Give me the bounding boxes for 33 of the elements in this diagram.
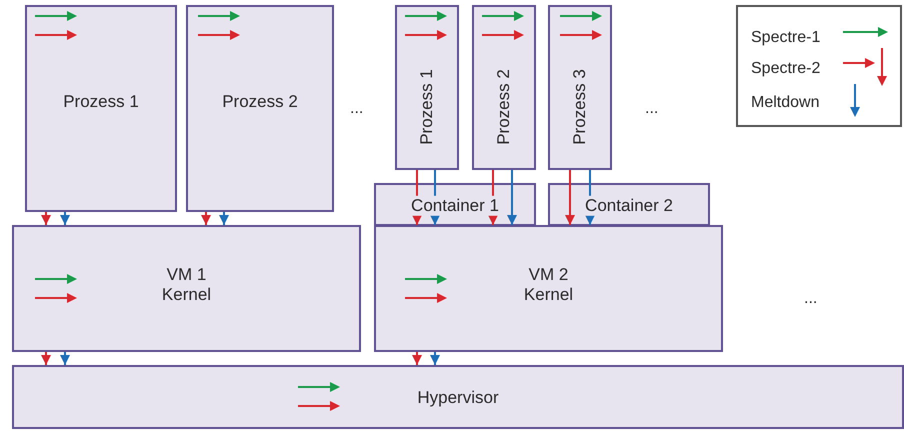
arrow [430, 352, 440, 365]
node-label: Hypervisor [417, 388, 499, 408]
ellipsis-label: ... [350, 100, 364, 118]
process-box [395, 5, 459, 170]
hypervisor-bar [12, 365, 904, 429]
arrow [507, 183, 517, 225]
process-box [472, 5, 536, 170]
arrow [201, 212, 211, 225]
arrow [565, 183, 575, 225]
arrow [60, 352, 70, 365]
arrow [412, 183, 422, 225]
legend-label: Spectre-2 [751, 60, 820, 78]
layer-box [374, 225, 723, 352]
arrow [41, 352, 51, 365]
layer-box [548, 183, 710, 226]
legend-label: Meltdown [751, 94, 820, 112]
node-label: Container 1 [411, 195, 499, 216]
ellipsis-label: ... [645, 100, 658, 118]
layer-box [25, 5, 177, 212]
legend-label: Spectre-1 [751, 29, 820, 47]
arrow [412, 352, 422, 365]
layer-box [186, 5, 334, 212]
ellipsis-label: ... [804, 290, 818, 308]
arrow [219, 212, 229, 225]
arrow [60, 212, 70, 225]
layer-box [12, 225, 361, 352]
process-box [548, 5, 612, 170]
arrow [41, 212, 51, 225]
node-label: Container 2 [585, 195, 673, 216]
arrow [430, 183, 440, 225]
arrow [585, 183, 595, 225]
layer-box [374, 183, 536, 226]
arrow [488, 183, 498, 225]
